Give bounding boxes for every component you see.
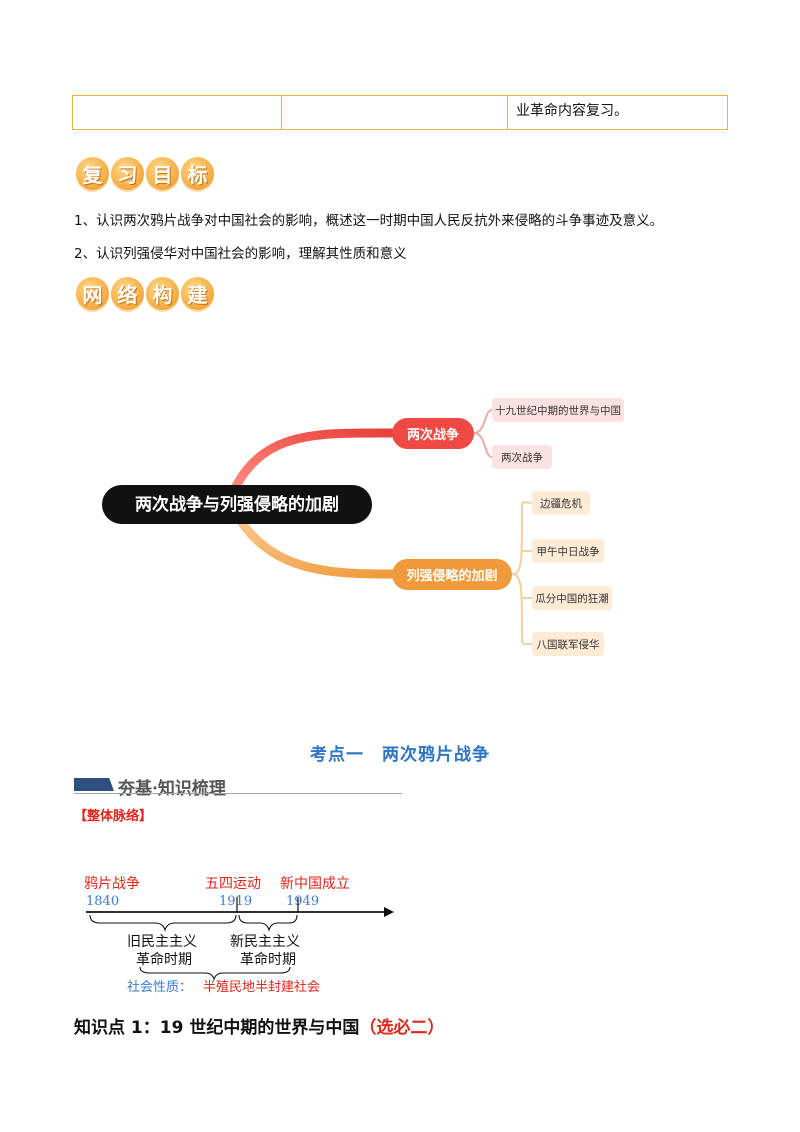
period1-line1: 旧民主主义 (127, 934, 197, 950)
mind-map: 两次战争与列强侵略的加剧 两次战争 十九世纪中期的世界与中国 两次战争 列强侵略… (102, 398, 624, 656)
mind-b1-child1-label: 十九世纪中期的世界与中国 (495, 404, 621, 417)
timeline-year-3: 1949 (286, 894, 319, 909)
badge-char: 络 (111, 277, 144, 310)
badge-char: 复 (76, 157, 109, 190)
timeline-year-1: 1840 (86, 894, 119, 909)
connector-branch1 (230, 428, 397, 493)
mind-branch2-label: 列强侵略的加剧 (406, 568, 497, 584)
knowledge-point-main: 知识点 1：19 世纪中期的世界与中国 (74, 1018, 360, 1038)
mind-b1-child2-label: 两次战争 (501, 451, 543, 464)
brace-period-2 (238, 914, 298, 932)
badge-char: 建 (181, 277, 214, 310)
kaodian-title: 考点一 两次鸦片战争 (310, 745, 490, 765)
network-build-badge: 网 络 构 建 (76, 277, 214, 310)
badge-char: 构 (146, 277, 179, 310)
section-header-rule (74, 793, 402, 794)
timeline-event-3: 新中国成立 (280, 876, 350, 892)
table-cell-1 (73, 96, 282, 129)
mind-b2-child1-label: 边疆危机 (540, 497, 582, 510)
section-header: 夯基·知识梳理 (74, 774, 402, 799)
timeline-arrow-icon (384, 907, 394, 917)
mind-root-label: 两次战争与列强侵略的加剧 (135, 494, 339, 515)
mind-b2-child1-node (532, 491, 590, 515)
mind-branch1-label: 两次战争 (407, 427, 459, 443)
knowledge-point-heading: 知识点 1：19 世纪中期的世界与中国（选必二） (74, 1013, 444, 1038)
brace-period-1 (89, 914, 237, 932)
connector-b1-c2 (473, 432, 493, 458)
top-table: 业革命内容复习。 (72, 95, 728, 130)
section-header-block (74, 778, 114, 791)
mind-b2-child3-node (532, 586, 612, 610)
table-cell-3: 业革命内容复习。 (516, 103, 628, 119)
mind-b2-child2-label: 甲午中日战争 (537, 545, 600, 558)
overall-context-label: 【整体脉络】 (74, 809, 153, 824)
timeline: 鸦片战争 五四运动 新中国成立 1840 1919 1949 旧民主主义 革命时… (84, 875, 394, 995)
badge-char: 目 (146, 157, 179, 190)
period2-line1: 新民主主义 (230, 934, 300, 950)
timeline-year-2: 1919 (219, 894, 252, 909)
period2-line2: 革命时期 (240, 951, 296, 968)
badge-char: 习 (111, 157, 144, 190)
mind-b2-child2-node (532, 539, 604, 563)
period1-line2: 革命时期 (136, 951, 192, 968)
nature-value: 半殖民地半封建社会 (203, 979, 320, 995)
badge-char: 标 (181, 157, 214, 190)
mind-b2-child3-label: 瓜分中国的狂潮 (535, 592, 609, 605)
timeline-event-2: 五四运动 (205, 876, 261, 892)
review-goals-badge: 复 习 目 标 (76, 157, 214, 190)
mind-b1-child1-node (492, 398, 624, 422)
knowledge-point-tag: （选必二） (359, 1018, 445, 1038)
table-cell-2 (282, 96, 508, 129)
connector-branch2 (235, 515, 397, 579)
mind-b2-child4-node (532, 632, 604, 656)
nature-prefix: 社会性质： (127, 979, 192, 995)
goal-item-1: 1、认识两次鸦片战争对中国社会的影响，概述这一时期中国人民反抗外来侵略的斗争事迹… (74, 213, 664, 229)
mind-branch1-node (392, 418, 474, 449)
connector-b1-c1 (473, 409, 493, 434)
section-header-text: 夯基·知识梳理 (118, 779, 226, 799)
badge-char: 网 (76, 277, 109, 310)
goal-item-2: 2、认识列强侵华对中国社会的影响，理解其性质和意义 (74, 246, 407, 262)
mind-root-node (102, 485, 372, 524)
mind-b1-child2-node (492, 445, 552, 469)
timeline-event-1: 鸦片战争 (84, 875, 140, 892)
mind-b2-child4-label: 八国联军侵华 (537, 638, 600, 651)
mind-branch2-node (392, 559, 512, 590)
brace-nature (139, 966, 291, 981)
connector-b2-trunk (511, 501, 533, 646)
